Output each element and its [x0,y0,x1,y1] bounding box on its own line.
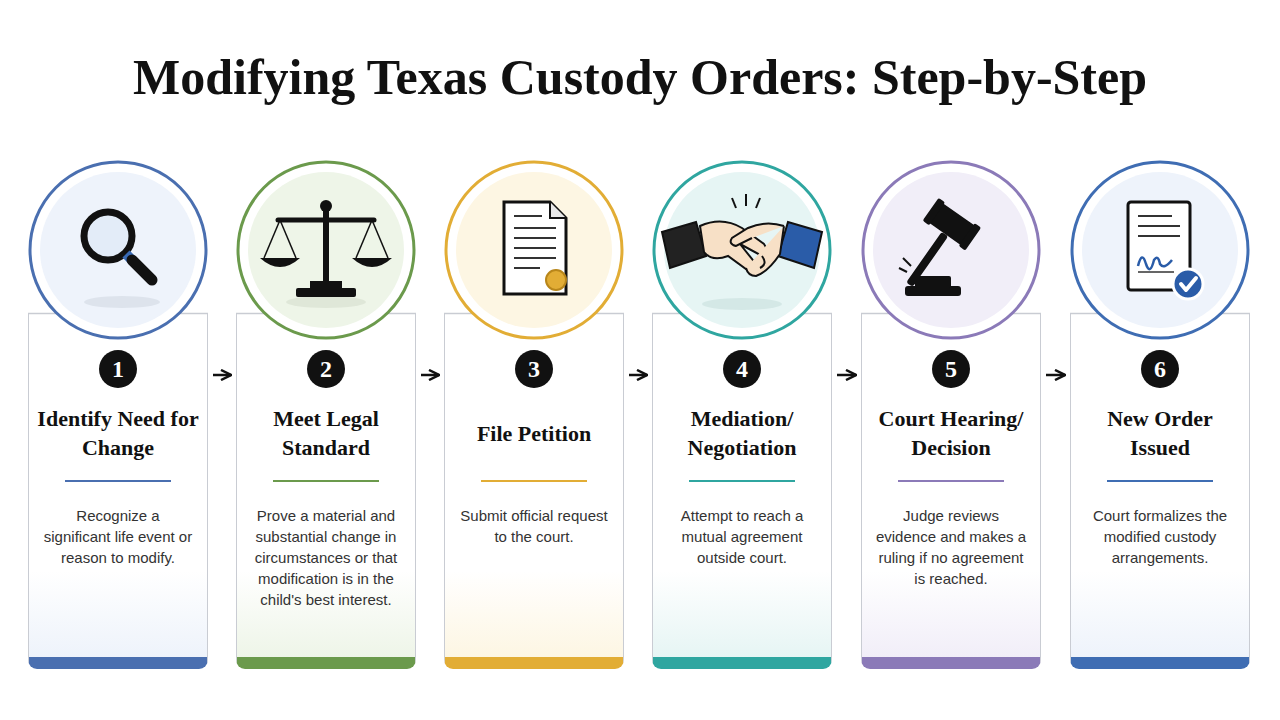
step-heading-text: Meet Legal Standard [243,404,409,462]
handshake-icon [654,162,830,338]
step-card: 4Mediation/ NegotiationAttempt to reach … [652,313,832,669]
signed-document-icon [1072,162,1248,338]
step-card: 3File PetitionSubmit official request to… [444,313,624,669]
step-arrow [213,374,231,377]
document-icon [446,162,622,338]
heading-divider [898,480,1005,482]
gavel-icon [863,162,1039,338]
step-heading-text: New Order Issued [1077,404,1243,462]
card-top-edges [28,313,1250,315]
step-heading: Meet Legal Standard [243,401,409,465]
step-number: 1 [99,350,137,388]
heading-divider [689,480,796,482]
step-description: Submit official request to the court. [457,505,611,547]
step-number: 2 [307,350,345,388]
magnifier-icon [30,162,206,338]
step-description: Attempt to reach a mutual agreement outs… [665,505,819,568]
step-heading-text: Court Hearing/Decision [868,404,1034,462]
step-heading-text: Mediation/ Negotiation [659,404,825,462]
heading-divider [65,480,172,482]
step-heading: File Petition [451,401,617,465]
heading-divider [481,480,588,482]
diagram-title: Modifying Texas Custody Orders: Step-by-… [20,46,1260,108]
step-arrow [1046,374,1065,377]
step-number: 3 [515,350,553,388]
step-arrow [629,374,647,377]
step-card: 1Identify Need for ChangeRecognize a sig… [28,313,208,669]
step-heading: Mediation/ Negotiation [659,401,825,465]
step-number: 4 [723,350,761,388]
step-card: 2Meet Legal StandardProve a material and… [236,313,416,669]
step-card: 5Court Hearing/DecisionJudge reviews evi… [861,313,1041,669]
step-card: 6New Order IssuedCourt formalizes the mo… [1070,313,1250,669]
step-description: Court formalizes the modified custody ar… [1083,505,1237,568]
step-description: Prove a material and substantial change … [249,505,403,610]
step-heading: New Order Issued [1077,401,1243,465]
step-heading-text: Identify Need for Change [35,404,201,462]
step-description: Recognize a significant life event or re… [41,505,195,568]
step-heading: Identify Need for Change [35,401,201,465]
step-heading-text: File Petition [477,419,591,448]
step-heading: Court Hearing/Decision [868,401,1034,465]
heading-divider [1107,480,1214,482]
step-description: Judge reviews evidence and makes a rulin… [874,505,1028,589]
step-arrow [837,374,856,377]
heading-divider [273,480,380,482]
step-number: 5 [932,350,970,388]
scales-icon [238,162,414,338]
step-arrow [421,374,439,377]
step-number: 6 [1141,350,1179,388]
